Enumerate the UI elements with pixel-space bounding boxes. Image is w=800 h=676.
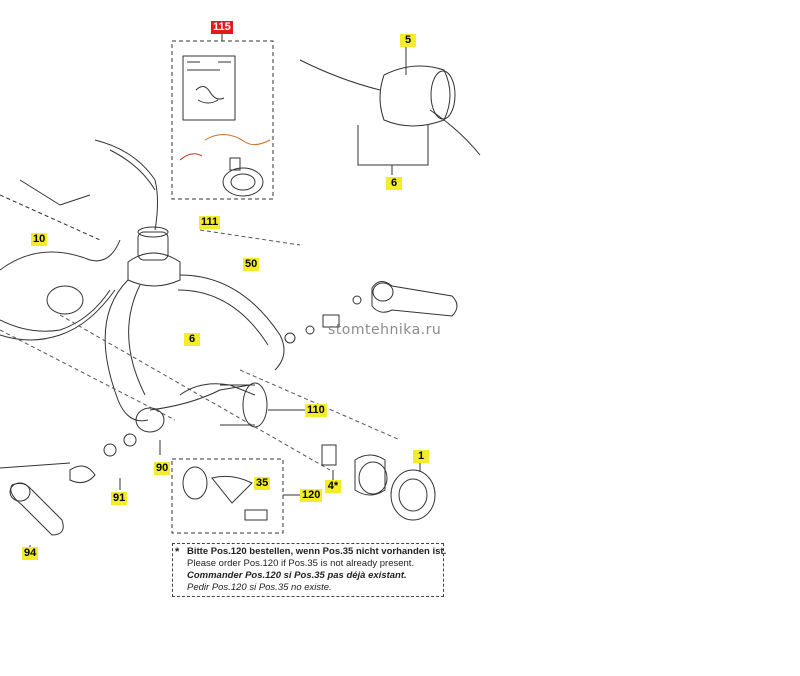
cable bbox=[94, 139, 158, 231]
callout-111: 111 bbox=[199, 216, 221, 229]
note-german: Bitte Pos.120 bestellen, wenn Pos.35 nic… bbox=[187, 546, 447, 557]
callout-90: 90 bbox=[154, 462, 171, 475]
right-shaft-parts bbox=[284, 281, 458, 344]
callout-10: 10 bbox=[31, 233, 48, 246]
callout-6-mid: 6 bbox=[184, 333, 200, 346]
callout-50: 50 bbox=[243, 258, 260, 271]
note-english: Please order Pos.120 if Pos.35 is not al… bbox=[187, 558, 415, 569]
left-bracket bbox=[0, 179, 121, 341]
callout-94: 94 bbox=[22, 547, 39, 560]
note-spanish: Pedir Pos.120 si Pos.35 no existe. bbox=[187, 582, 332, 593]
note-asterisk: * bbox=[175, 546, 180, 558]
watermark: stomtehnika.ru bbox=[328, 322, 442, 338]
note-french: Commander Pos.120 si Pos.35 pas déjà exi… bbox=[187, 570, 407, 581]
part-111-yoke bbox=[104, 226, 285, 433]
parts-1-4 bbox=[321, 444, 436, 521]
order-note: * Bitte Pos.120 bestellen, wenn Pos.35 n… bbox=[172, 543, 447, 597]
callout-110: 110 bbox=[305, 404, 327, 417]
callout-6-top: 6 bbox=[386, 177, 402, 190]
callout-120: 120 bbox=[300, 489, 323, 502]
kit-120-box bbox=[171, 458, 300, 534]
callout-35: 35 bbox=[254, 477, 271, 490]
callout-115: 115 bbox=[211, 21, 233, 34]
callout-91: 91 bbox=[111, 492, 128, 505]
callout-5: 5 bbox=[400, 34, 416, 47]
callout-1: 1 bbox=[413, 450, 429, 463]
part-5-cover bbox=[299, 46, 481, 175]
parts-90-91-94 bbox=[0, 433, 161, 553]
callout-4: 4* bbox=[325, 480, 341, 493]
part-110-handle bbox=[179, 383, 305, 411]
kit-115-box bbox=[171, 32, 274, 200]
